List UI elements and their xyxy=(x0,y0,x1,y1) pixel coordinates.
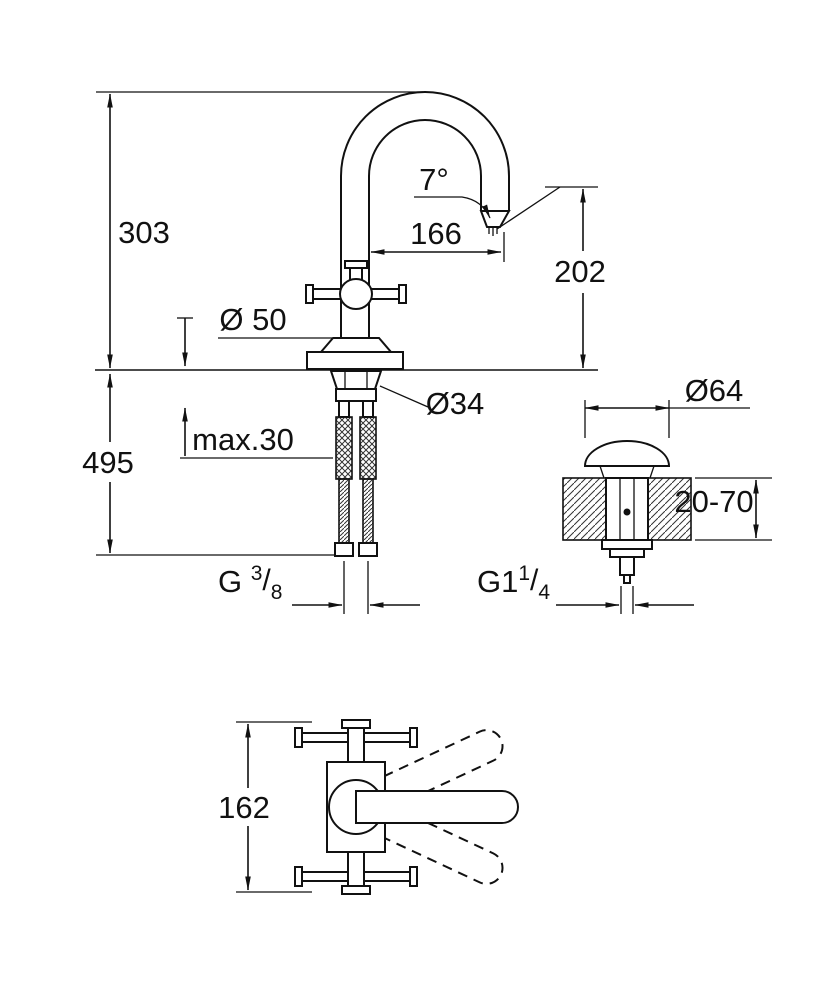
right-hose-tube xyxy=(362,478,374,544)
dim-162-label: 162 xyxy=(218,790,270,825)
cross-handle xyxy=(305,260,407,310)
waste-view: Ø64 20-70 G11/4 xyxy=(477,373,772,614)
waste-dome-cap xyxy=(583,440,671,467)
dim-g114: G11/4 xyxy=(477,562,694,614)
angle-label: 7° xyxy=(419,162,449,197)
left-hose-tube xyxy=(338,478,350,544)
dim-202-label: 202 xyxy=(554,254,606,289)
bottom-handle-top-view xyxy=(294,851,418,895)
dim-303-label: 303 xyxy=(118,215,170,250)
dim-dia50: Ø 50 xyxy=(177,302,332,367)
mounting-shank xyxy=(329,370,383,390)
left-hose-fitting xyxy=(334,542,354,557)
dim-dia34: Ø34 xyxy=(379,385,485,421)
handle-right-cap xyxy=(398,284,407,304)
faucet-base xyxy=(306,337,404,402)
right-hose-braid xyxy=(359,416,377,480)
angle-leader xyxy=(414,196,491,219)
mounting-nut xyxy=(335,388,377,402)
spout-top-view xyxy=(355,790,519,824)
dia34-label: Ø34 xyxy=(426,386,485,421)
waste-pivot xyxy=(623,508,631,516)
top-view: 162 xyxy=(218,719,519,895)
spout-outlet xyxy=(479,210,511,228)
waste-flange xyxy=(601,539,653,550)
right-hose-fitting xyxy=(358,542,378,557)
waste-tailpiece xyxy=(619,556,635,576)
spout-outline xyxy=(340,91,561,338)
supply-hoses xyxy=(334,400,378,557)
spout-angle-reference-line xyxy=(496,186,561,230)
dim-max30: max.30 xyxy=(180,407,333,459)
dim-202: 202 xyxy=(545,186,606,369)
spout-swivel-range xyxy=(352,729,504,885)
base-flange xyxy=(306,351,404,370)
dia64-label: Ø64 xyxy=(685,373,744,408)
top-handle-top-view xyxy=(294,719,418,763)
dim-166: 166 xyxy=(370,216,505,262)
g114-label: G11/4 xyxy=(477,562,550,604)
dim-495-label: 495 xyxy=(82,445,134,480)
dim-20-70: 20-70 xyxy=(674,477,772,541)
dia50-label: Ø 50 xyxy=(219,302,286,337)
left-hose-braid xyxy=(335,416,353,480)
deck-section-left xyxy=(562,477,607,541)
handle-top-cap xyxy=(344,260,368,269)
dim-303: 303 xyxy=(96,91,423,369)
max30-label: max.30 xyxy=(192,422,294,457)
dim-495: 495 xyxy=(82,373,336,556)
dim-166-label: 166 xyxy=(410,216,462,251)
handle-left-cap xyxy=(305,284,314,304)
handle-hub xyxy=(339,278,373,310)
dim-dia64: Ø64 xyxy=(584,373,750,438)
g38-label: G 3/8 xyxy=(218,562,282,604)
deck-section-right xyxy=(647,477,692,541)
dim-7deg: 7° xyxy=(414,162,491,219)
side-view: 303 495 166 7° 202 xyxy=(82,91,606,614)
dim-g38: G 3/8 xyxy=(218,561,420,614)
deck-range-label: 20-70 xyxy=(674,484,753,519)
dim-162: 162 xyxy=(218,721,312,893)
